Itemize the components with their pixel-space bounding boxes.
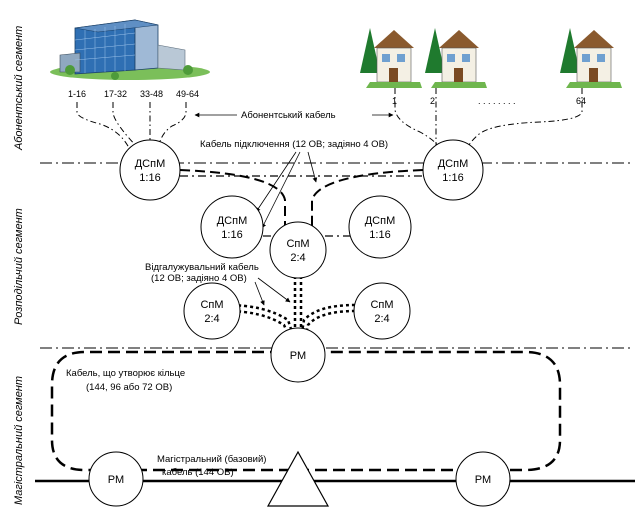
svg-text:РМ: РМ <box>108 474 124 486</box>
svg-text:1:16: 1:16 <box>442 172 463 184</box>
svg-text:ДСпМ: ДСпМ <box>365 215 396 227</box>
connection-cable-arrows <box>255 151 318 229</box>
connection-cable-label: Кабель підключення (12 ОВ; задіяно 4 ОВ) <box>200 139 388 150</box>
svg-text:СпМ: СпМ <box>370 299 393 311</box>
house-number-64: 64 <box>576 96 586 106</box>
segment-title-distribution: Розподільчий сегмент <box>13 208 25 325</box>
node-rm-left: РМ <box>88 451 144 507</box>
svg-text:СпМ: СпМ <box>286 238 309 250</box>
house-number-2: 2 <box>430 96 435 106</box>
house-icon-2 <box>425 28 487 88</box>
ring-cable-label-1: Кабель, що утворює кільце <box>66 368 185 379</box>
port-label-4: 49-64 <box>176 89 199 99</box>
node-dspm-mid-left: ДСпМ 1:16 <box>200 195 264 259</box>
node-rm-top: РМ <box>270 327 326 383</box>
node-dspm-top-left: ДСпМ 1:16 <box>119 139 181 201</box>
connection-cables <box>179 169 424 232</box>
node-spm-center: СпМ 2:4 <box>269 221 327 279</box>
svg-text:1:16: 1:16 <box>221 229 242 241</box>
segment-title-trunk: Магістральний сегмент <box>13 376 25 505</box>
svg-text:РМ: РМ <box>290 350 306 362</box>
house-ellipsis: . . . . . . . . <box>478 96 516 106</box>
svg-text:2:4: 2:4 <box>204 313 219 325</box>
central-office-triangle <box>266 450 330 507</box>
ring-cable-label-2: (144, 96 або 72 ОВ) <box>86 382 172 393</box>
node-dspm-top-right: ДСпМ 1:16 <box>422 139 484 201</box>
subscriber-cable-label: Абонентський кабель <box>241 110 336 121</box>
svg-text:ДСпМ: ДСпМ <box>217 215 248 227</box>
backbone-cable-label-2: кабель (144 ОВ) <box>162 467 234 478</box>
svg-text:СпМ: СпМ <box>200 299 223 311</box>
branch-cable-label-2: (12 ОВ; задіяно 4 ОВ) <box>151 273 247 284</box>
dspm-links <box>180 175 423 237</box>
house-icon-1 <box>360 28 422 88</box>
house-number-1: 1 <box>392 96 397 106</box>
svg-text:2:4: 2:4 <box>374 313 389 325</box>
node-spm-right: СпМ 2:4 <box>353 282 411 340</box>
backbone-cable-label-1: Магістральний (базовий) <box>157 454 266 465</box>
node-spm-left: СпМ 2:4 <box>183 282 241 340</box>
svg-text:1:16: 1:16 <box>139 172 160 184</box>
segment-title-subscriber: Абонентський сегмент <box>13 26 25 151</box>
svg-text:2:4: 2:4 <box>290 252 305 264</box>
branch-cable-label-1: Відгалужувальний кабель <box>145 262 259 273</box>
node-rm-right: РМ <box>455 451 511 507</box>
port-label-2: 17-32 <box>104 89 127 99</box>
office-building-icon <box>50 19 210 80</box>
port-label-3: 33-48 <box>140 89 163 99</box>
svg-text:РМ: РМ <box>475 474 491 486</box>
svg-text:1:16: 1:16 <box>369 229 390 241</box>
node-dspm-mid-right: ДСпМ 1:16 <box>348 195 412 259</box>
branch-cable-arrows <box>254 277 291 306</box>
svg-text:ДСпМ: ДСпМ <box>135 158 166 170</box>
house-icon-64 <box>560 28 622 88</box>
svg-text:ДСпМ: ДСпМ <box>438 158 469 170</box>
port-label-1: 1-16 <box>68 89 86 99</box>
